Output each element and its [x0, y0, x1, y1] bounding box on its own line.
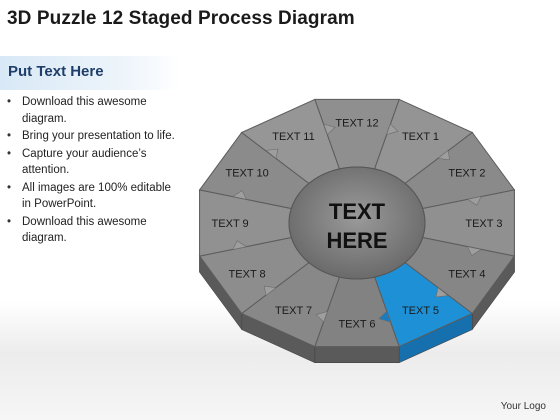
subtitle-bar — [0, 56, 180, 90]
segment-label-3: TEXT 3 — [465, 218, 502, 230]
segment-side-face — [314, 346, 400, 363]
connector-arrow-icon — [386, 123, 399, 136]
connector-arrow-icon — [232, 190, 247, 200]
bullet-list: Download this awesome diagram. Bring you… — [0, 94, 180, 248]
bullet-item: Download this awesome diagram. — [0, 214, 180, 247]
center-label-line2: HERE — [326, 228, 387, 253]
connector-arrow-icon — [435, 287, 449, 298]
connector-arrow-icon — [378, 310, 391, 323]
segment-label-5: TEXT 5 — [402, 305, 439, 317]
connector-arrow-icon — [466, 196, 482, 206]
connector-arrow-icon — [265, 148, 279, 159]
segment-label-7: TEXT 7 — [275, 305, 312, 317]
segment-label-8: TEXT 8 — [229, 268, 266, 280]
segment-label-4: TEXT 4 — [448, 268, 485, 280]
bullet-item: All images are 100% editable in PowerPoi… — [0, 180, 180, 213]
bullet-item: Download this awesome diagram. — [0, 94, 180, 127]
connector-arrow-icon — [323, 123, 336, 136]
connector-arrow-icon — [437, 149, 451, 161]
bullet-item: Capture your audience’s attention. — [0, 146, 180, 179]
segment-label-12: TEXT 12 — [335, 117, 378, 129]
center-label-line1: TEXT — [329, 199, 386, 224]
connector-arrow-icon — [263, 285, 277, 297]
segment-label-11: TEXT 11 — [272, 131, 314, 143]
segment-label-6: TEXT 6 — [338, 319, 375, 331]
connector-arrow-icon — [467, 246, 482, 256]
segment-label-1: TEXT 1 — [402, 131, 439, 143]
segment-label-10: TEXT 10 — [225, 168, 268, 180]
center-disc — [288, 166, 426, 280]
segment-label-2: TEXT 2 — [448, 168, 485, 180]
segment-label-9: TEXT 9 — [212, 218, 249, 230]
page-title: 3D Puzzle 12 Staged Process Diagram — [7, 8, 355, 29]
subtitle: Put Text Here — [8, 63, 104, 80]
connector-arrow-icon — [315, 310, 328, 323]
bullet-item: Bring your presentation to life. — [0, 128, 180, 145]
connector-arrow-icon — [232, 240, 248, 250]
logo-text: Your Logo — [500, 401, 546, 412]
